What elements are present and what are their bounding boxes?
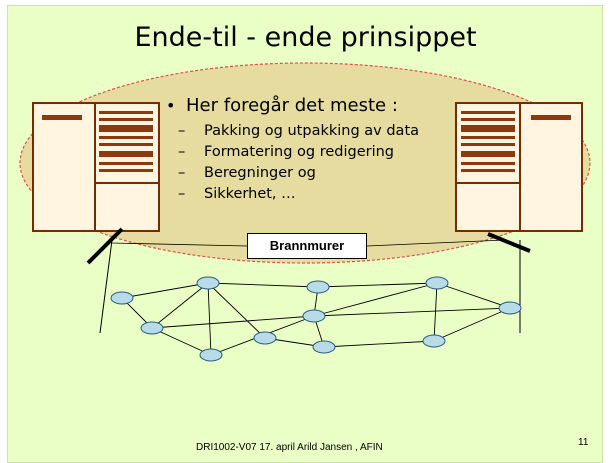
bullet-block: • Her foregår det meste : – Pakking og ut… xyxy=(166,95,496,205)
left-server-icon xyxy=(32,102,160,232)
dash-icon: – xyxy=(178,144,186,160)
slide-title: Ende-til - ende prinsippet xyxy=(134,22,477,53)
right-server-icon xyxy=(455,102,583,232)
sub-bullet-text: Formatering og redigering xyxy=(204,144,395,160)
dash-icon: – xyxy=(178,186,186,202)
network-node xyxy=(110,291,134,305)
firewall-connector-left xyxy=(111,242,248,247)
network-node xyxy=(498,301,522,315)
dash-icon: – xyxy=(178,123,186,139)
bullet-dot-icon: • xyxy=(166,96,176,115)
firewall-label: Brannmurer xyxy=(247,233,367,259)
network-nodes xyxy=(110,276,522,362)
network-node xyxy=(199,348,223,362)
end-to-end-ellipse xyxy=(19,62,591,264)
sub-bullet-text: Sikkerhet, … xyxy=(204,186,296,202)
sub-bullet-text: Beregninger og xyxy=(204,165,316,181)
sub-bullet-item: – Sikkerhet, … xyxy=(178,184,496,205)
dash-icon: – xyxy=(178,165,186,181)
network-node xyxy=(306,280,330,294)
left-uplink xyxy=(99,239,113,334)
slide-footer: DRI1002-V07 17. april Arild Jansen , AFI… xyxy=(196,442,383,453)
network-node xyxy=(425,276,449,290)
page-number: 11 xyxy=(578,437,589,448)
network-node xyxy=(302,309,326,323)
main-bullet-text: Her foregår det meste : xyxy=(186,95,398,116)
network-node xyxy=(196,276,220,290)
network-node xyxy=(253,331,277,345)
network-node xyxy=(422,334,446,348)
sub-bullet-item: – Formatering og redigering xyxy=(178,142,496,163)
right-firewall-bar xyxy=(487,232,531,253)
left-firewall-bar xyxy=(86,227,124,265)
sub-bullet-item: – Beregninger og xyxy=(178,163,496,184)
network-node xyxy=(140,321,164,335)
main-bullet: • Her foregår det meste : xyxy=(166,95,496,117)
firewall-connector-right xyxy=(366,239,506,247)
network-node xyxy=(312,340,336,354)
sub-bullet-text: Pakking og utpakking av data xyxy=(204,123,420,139)
sub-bullet-item: – Pakking og utpakking av data xyxy=(178,121,496,142)
sub-bullet-list: – Pakking og utpakking av data – Formateri… xyxy=(178,121,496,205)
